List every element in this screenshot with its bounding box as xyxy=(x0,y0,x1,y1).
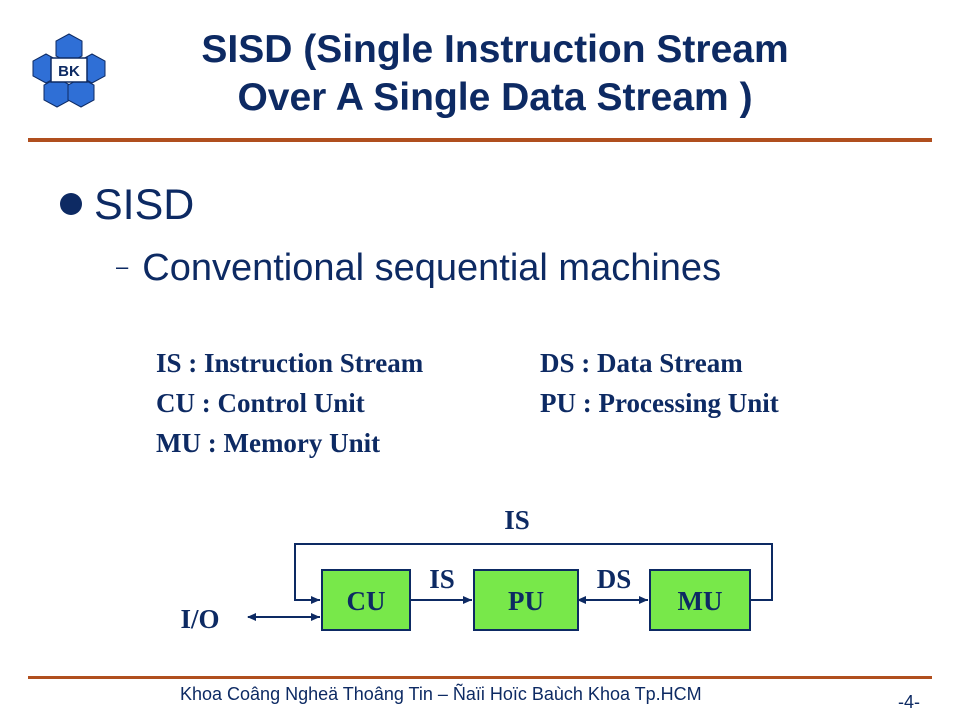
footer-text: Khoa Coâng Ngheä Thoâng Tin – Ñaïi Hoïc … xyxy=(180,684,702,704)
loop-is-label: IS xyxy=(504,505,530,535)
mu-label: MU xyxy=(678,586,723,616)
legend-pu: PU : Processing Unit xyxy=(540,388,779,418)
io-label: I/O xyxy=(180,604,219,634)
cu-box xyxy=(321,569,411,631)
bk-logo: BK xyxy=(32,33,106,108)
footer-divider xyxy=(28,676,932,679)
is-feedback-line xyxy=(294,543,773,604)
sub-bullet-text: Conventional sequential machines xyxy=(142,247,722,289)
sub-bullet-item: –Conventional sequential machines xyxy=(116,242,721,293)
legend-ds: DS : Data Stream xyxy=(540,348,743,378)
title-line-1: SISD (Single Instruction Stream xyxy=(201,28,789,71)
title-divider xyxy=(28,138,932,142)
bullet-item: SISD xyxy=(60,180,194,230)
cu-label: CU xyxy=(347,586,386,616)
title-line-2: Over A Single Data Stream ) xyxy=(237,76,753,119)
slide-title: SISD (Single Instruction Stream Over A S… xyxy=(110,26,880,122)
page-number: -4- xyxy=(898,692,920,712)
pu-box xyxy=(473,569,579,631)
pu-label: PU xyxy=(508,586,544,616)
logo-text: BK xyxy=(58,63,80,80)
mu-box xyxy=(649,569,751,631)
legend-mu: MU : Memory Unit xyxy=(156,428,381,458)
legend-cu: CU : Control Unit xyxy=(156,388,365,418)
cu-pu-is-label: IS xyxy=(429,564,455,594)
legend-is: IS : Instruction Stream xyxy=(156,348,424,378)
pu-mu-ds-label: DS xyxy=(597,564,632,594)
bullet-dot-icon xyxy=(60,193,82,215)
dash-icon: – xyxy=(116,254,129,279)
bullet-text: SISD xyxy=(94,181,195,229)
